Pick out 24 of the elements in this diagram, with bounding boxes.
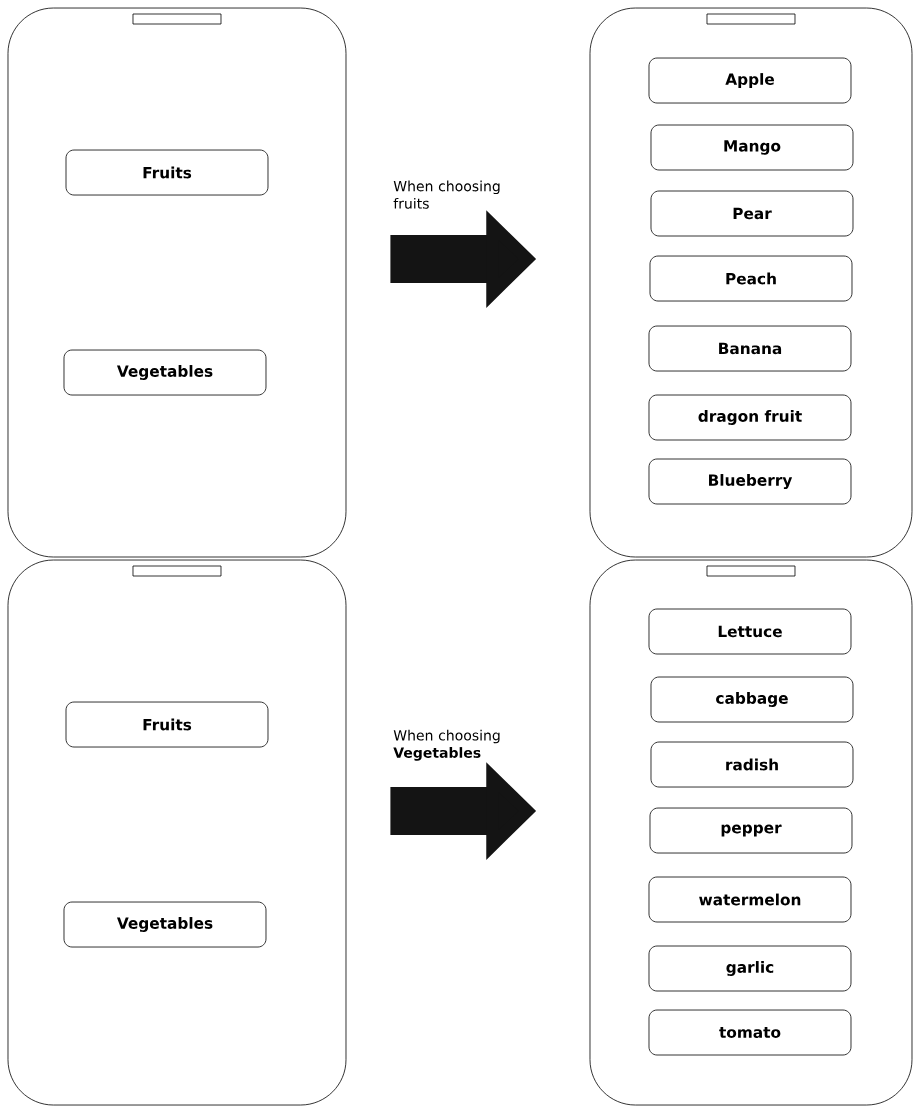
menu-button: cabbage xyxy=(650,676,854,723)
menu-button: Fruits xyxy=(65,701,269,748)
menu-button: Blueberry xyxy=(648,458,852,505)
menu-button: dragon fruit xyxy=(648,394,852,441)
menu-button: tomato xyxy=(648,1009,852,1056)
menu-button: garlic xyxy=(648,945,852,992)
menu-button: Lettuce xyxy=(648,608,852,655)
menu-button: radish xyxy=(650,741,854,788)
edge-label: When choosing fruits xyxy=(393,180,500,209)
menu-button: Pear xyxy=(650,190,854,237)
menu-button: Peach xyxy=(649,255,853,302)
menu-button: Banana xyxy=(648,325,852,372)
menu-button: Mango xyxy=(650,124,854,171)
phone-frame xyxy=(589,559,913,1106)
menu-button: pepper xyxy=(649,807,853,854)
menu-button: watermelon xyxy=(648,876,852,923)
phone-frame xyxy=(7,559,347,1106)
phone-frame xyxy=(589,7,913,558)
phone-frame xyxy=(7,7,347,558)
menu-button: Vegetables xyxy=(63,901,267,948)
menu-button: Vegetables xyxy=(63,349,267,396)
menu-button: Fruits xyxy=(65,149,269,196)
menu-button: Apple xyxy=(648,57,852,104)
edge-label: When choosing Vegetables xyxy=(393,729,500,761)
